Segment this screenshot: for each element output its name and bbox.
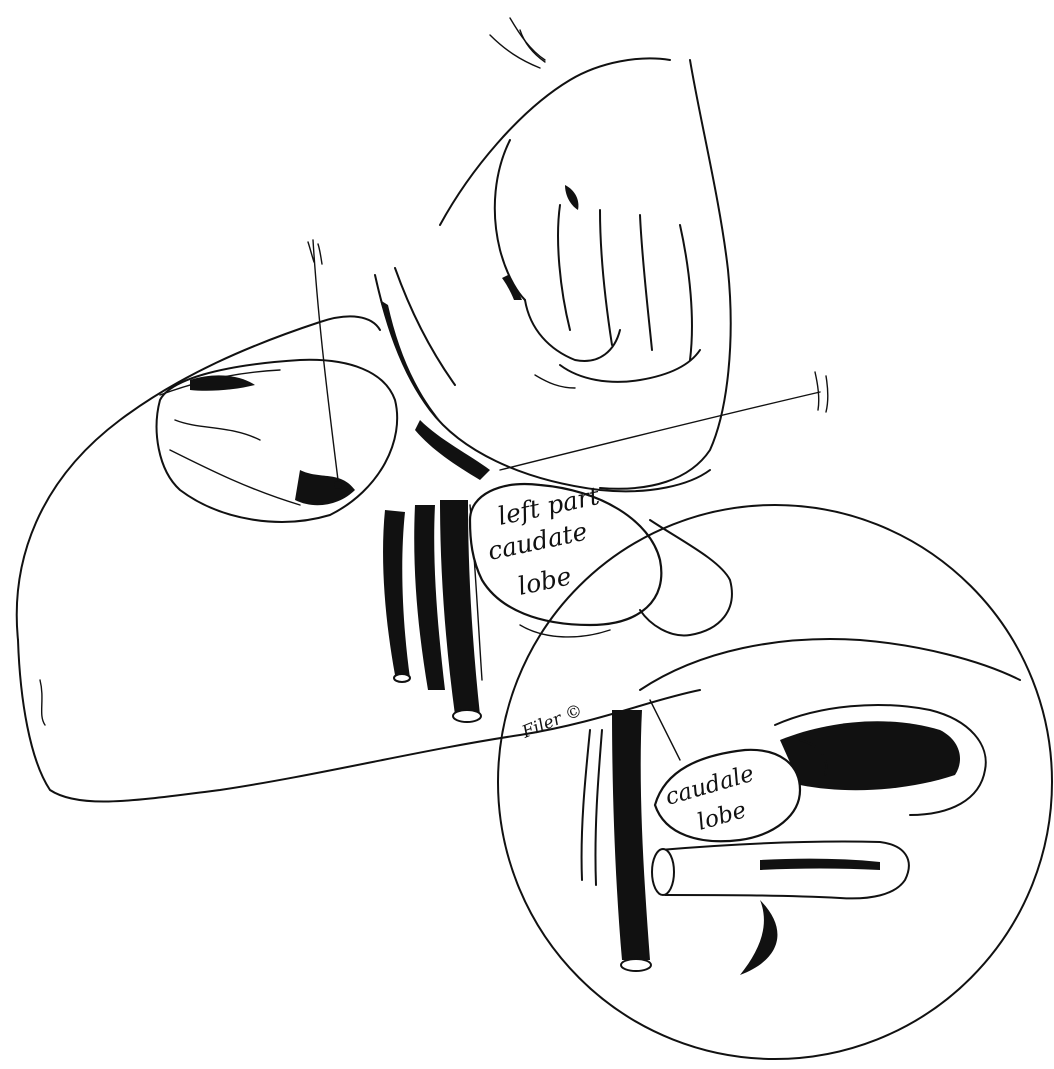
- artist-signature: Filer ©: [518, 700, 585, 743]
- vena-cava-group: [383, 500, 482, 722]
- surgeon-hand: [440, 18, 731, 489]
- suture-threads: [308, 240, 828, 489]
- caudate-lobe-main: left part caudate lobe: [470, 481, 661, 625]
